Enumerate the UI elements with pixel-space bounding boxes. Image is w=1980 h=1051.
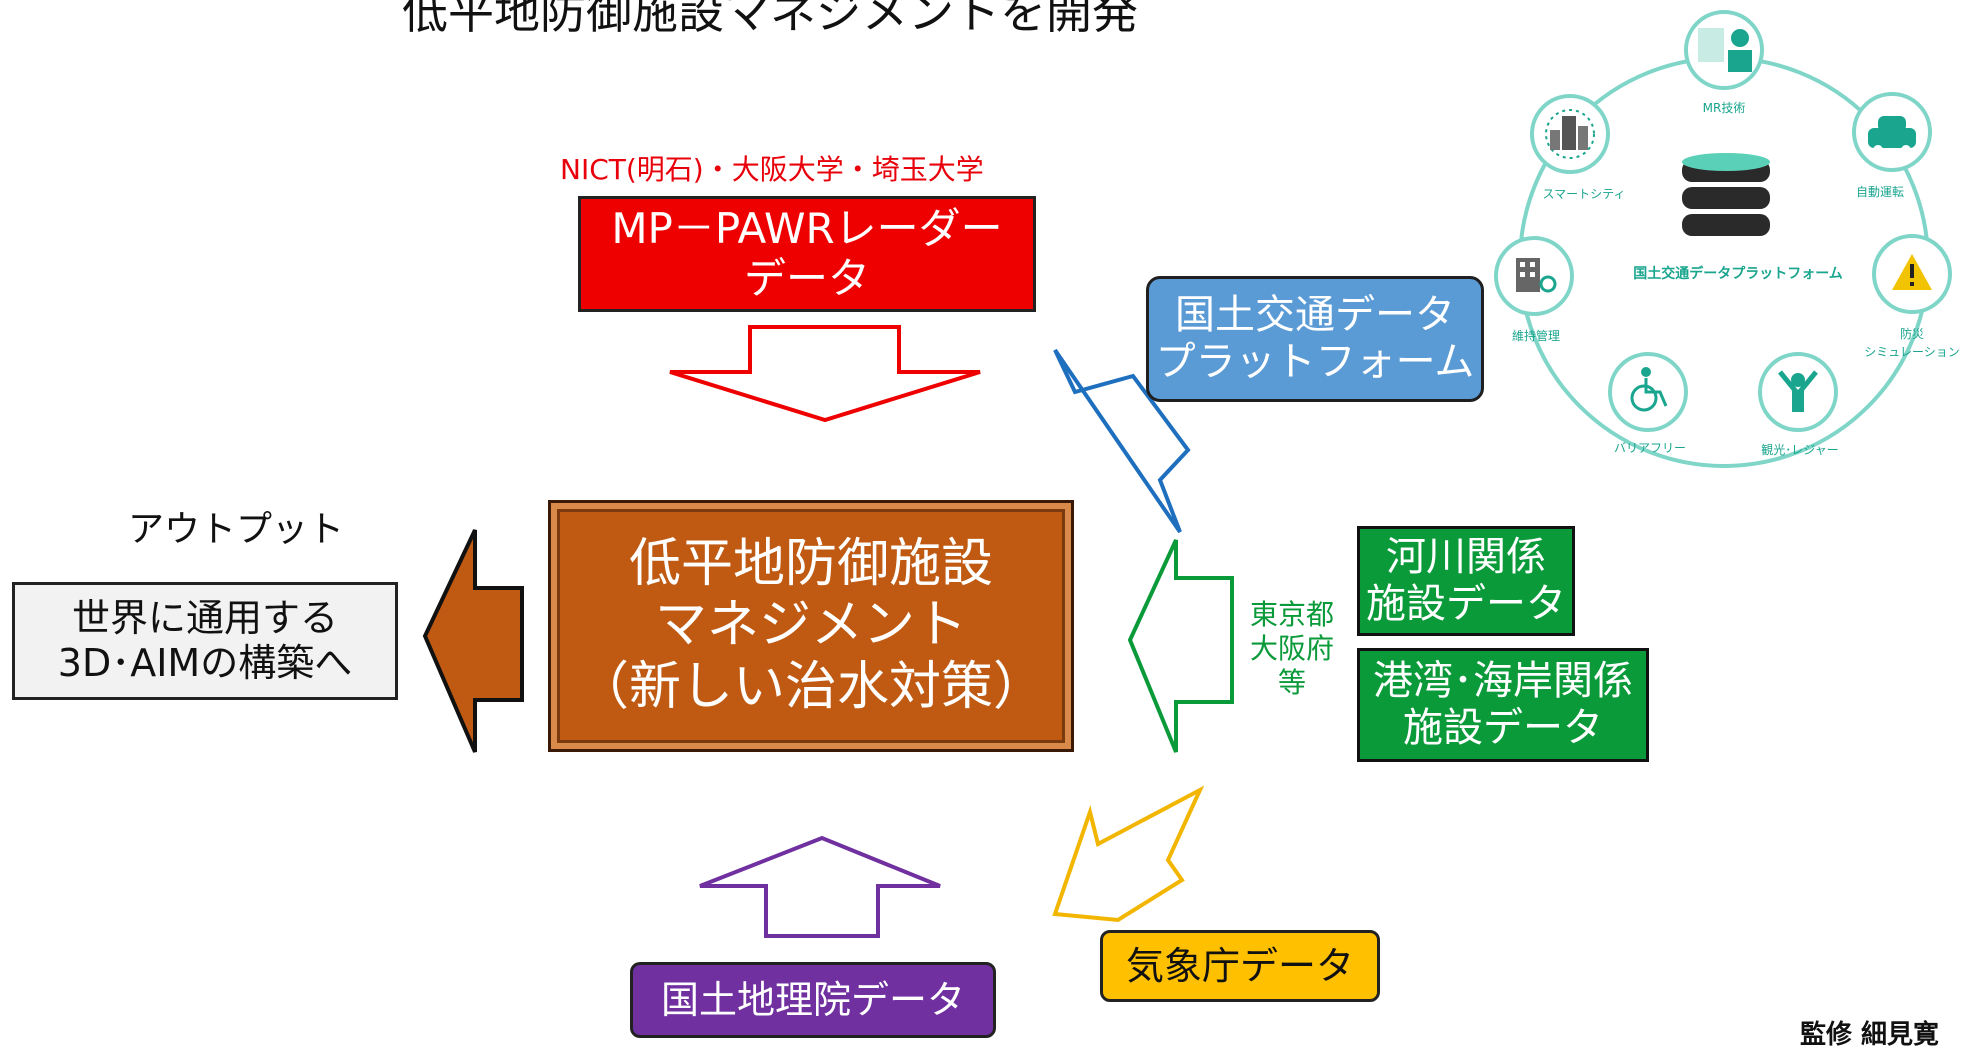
river-facility-box: 河川関係 施設データ [1357,526,1575,636]
gsi-data-box: 国土地理院データ [630,962,996,1038]
celebration-icon [1778,370,1818,412]
radar-source-label: NICT(明石)・大阪大学・埼玉大学 [560,153,984,186]
node-label-maintenance: 維持管理 [1512,328,1560,343]
radar-line-2: データ [743,254,870,303]
node-label-barrier-free: バリアフリー [1614,441,1686,455]
radar-down-arrow [669,325,981,423]
output-line-1: 世界に通用する [71,596,338,641]
region-label: 東京都 大阪府 等 [1232,598,1352,700]
river-line-1: 河川関係 [1386,533,1546,580]
output-box: 世界に通用する 3D･AIMの構築へ [12,582,398,700]
node-label-tourism: 観光･レジャー [1761,443,1838,457]
output-left-arrow [422,529,524,753]
green-left-arrow [1127,539,1234,753]
platform-graphic-center-label: 国土交通データプラットフォーム [1633,265,1843,282]
radar-data-box: MP－PAWRレーダー データ [578,196,1036,312]
port-facility-box: 港湾･海岸関係 施設データ [1357,648,1649,762]
center-line-3: （新しい治水対策） [576,656,1045,717]
building-search-icon [1516,258,1557,293]
warning-icon [1892,254,1932,290]
platform-arrow [1053,348,1191,534]
node-label-smart-city: スマートシティ [1543,187,1626,201]
platform-graphic: 国土交通データプラットフォーム MR技術 自動運転 防災 シミュレーション [1494,10,1960,468]
weather-data-box: 気象庁データ [1100,930,1380,1002]
supervision-credit: 監修 細見寛 [1800,1020,1940,1050]
gsi-up-arrow [699,835,941,938]
center-line-1: 低平地防御施設 [628,533,993,594]
page-title: 低平地防御施設マネジメントを開発 [402,0,1138,39]
output-line-2: 3D･AIMの構築へ [57,641,353,685]
node-label-disaster-2: シミュレーション [1864,345,1960,359]
region-line-2: 大阪府 [1249,632,1334,666]
weather-arrow [1052,785,1205,923]
region-line-3: 等 [1277,666,1306,700]
port-line-2: 施設データ [1403,705,1603,751]
radar-line-1: MP－PAWRレーダー [611,204,1003,254]
wheelchair-icon [1630,367,1668,412]
vr-headset-icon [1698,28,1752,72]
node-label-disaster-1: 防災 [1900,326,1924,341]
port-line-1: 港湾･海岸関係 [1373,657,1633,704]
node-label-driving: 自動運転 [1856,185,1904,199]
database-icon [1682,153,1770,236]
platform-line-2: プラットフォーム [1155,339,1475,385]
platform-line-1: 国土交通データ [1175,291,1455,338]
region-line-1: 東京都 [1249,598,1334,631]
car-icon [1868,116,1916,155]
center-line-2: マネジメント [654,595,967,656]
smart-city-icon [1545,109,1595,159]
gsi-label: 国土地理院データ [660,977,965,1022]
node-label-mr: MR技術 [1703,101,1746,115]
platform-data-box: 国土交通データ プラットフォーム [1146,276,1484,402]
weather-label: 気象庁データ [1125,943,1354,988]
river-line-2: 施設データ [1366,581,1566,627]
output-label: アウトプット [128,509,345,550]
center-management-box: 低平地防御施設 マネジメント （新しい治水対策） [548,500,1074,752]
